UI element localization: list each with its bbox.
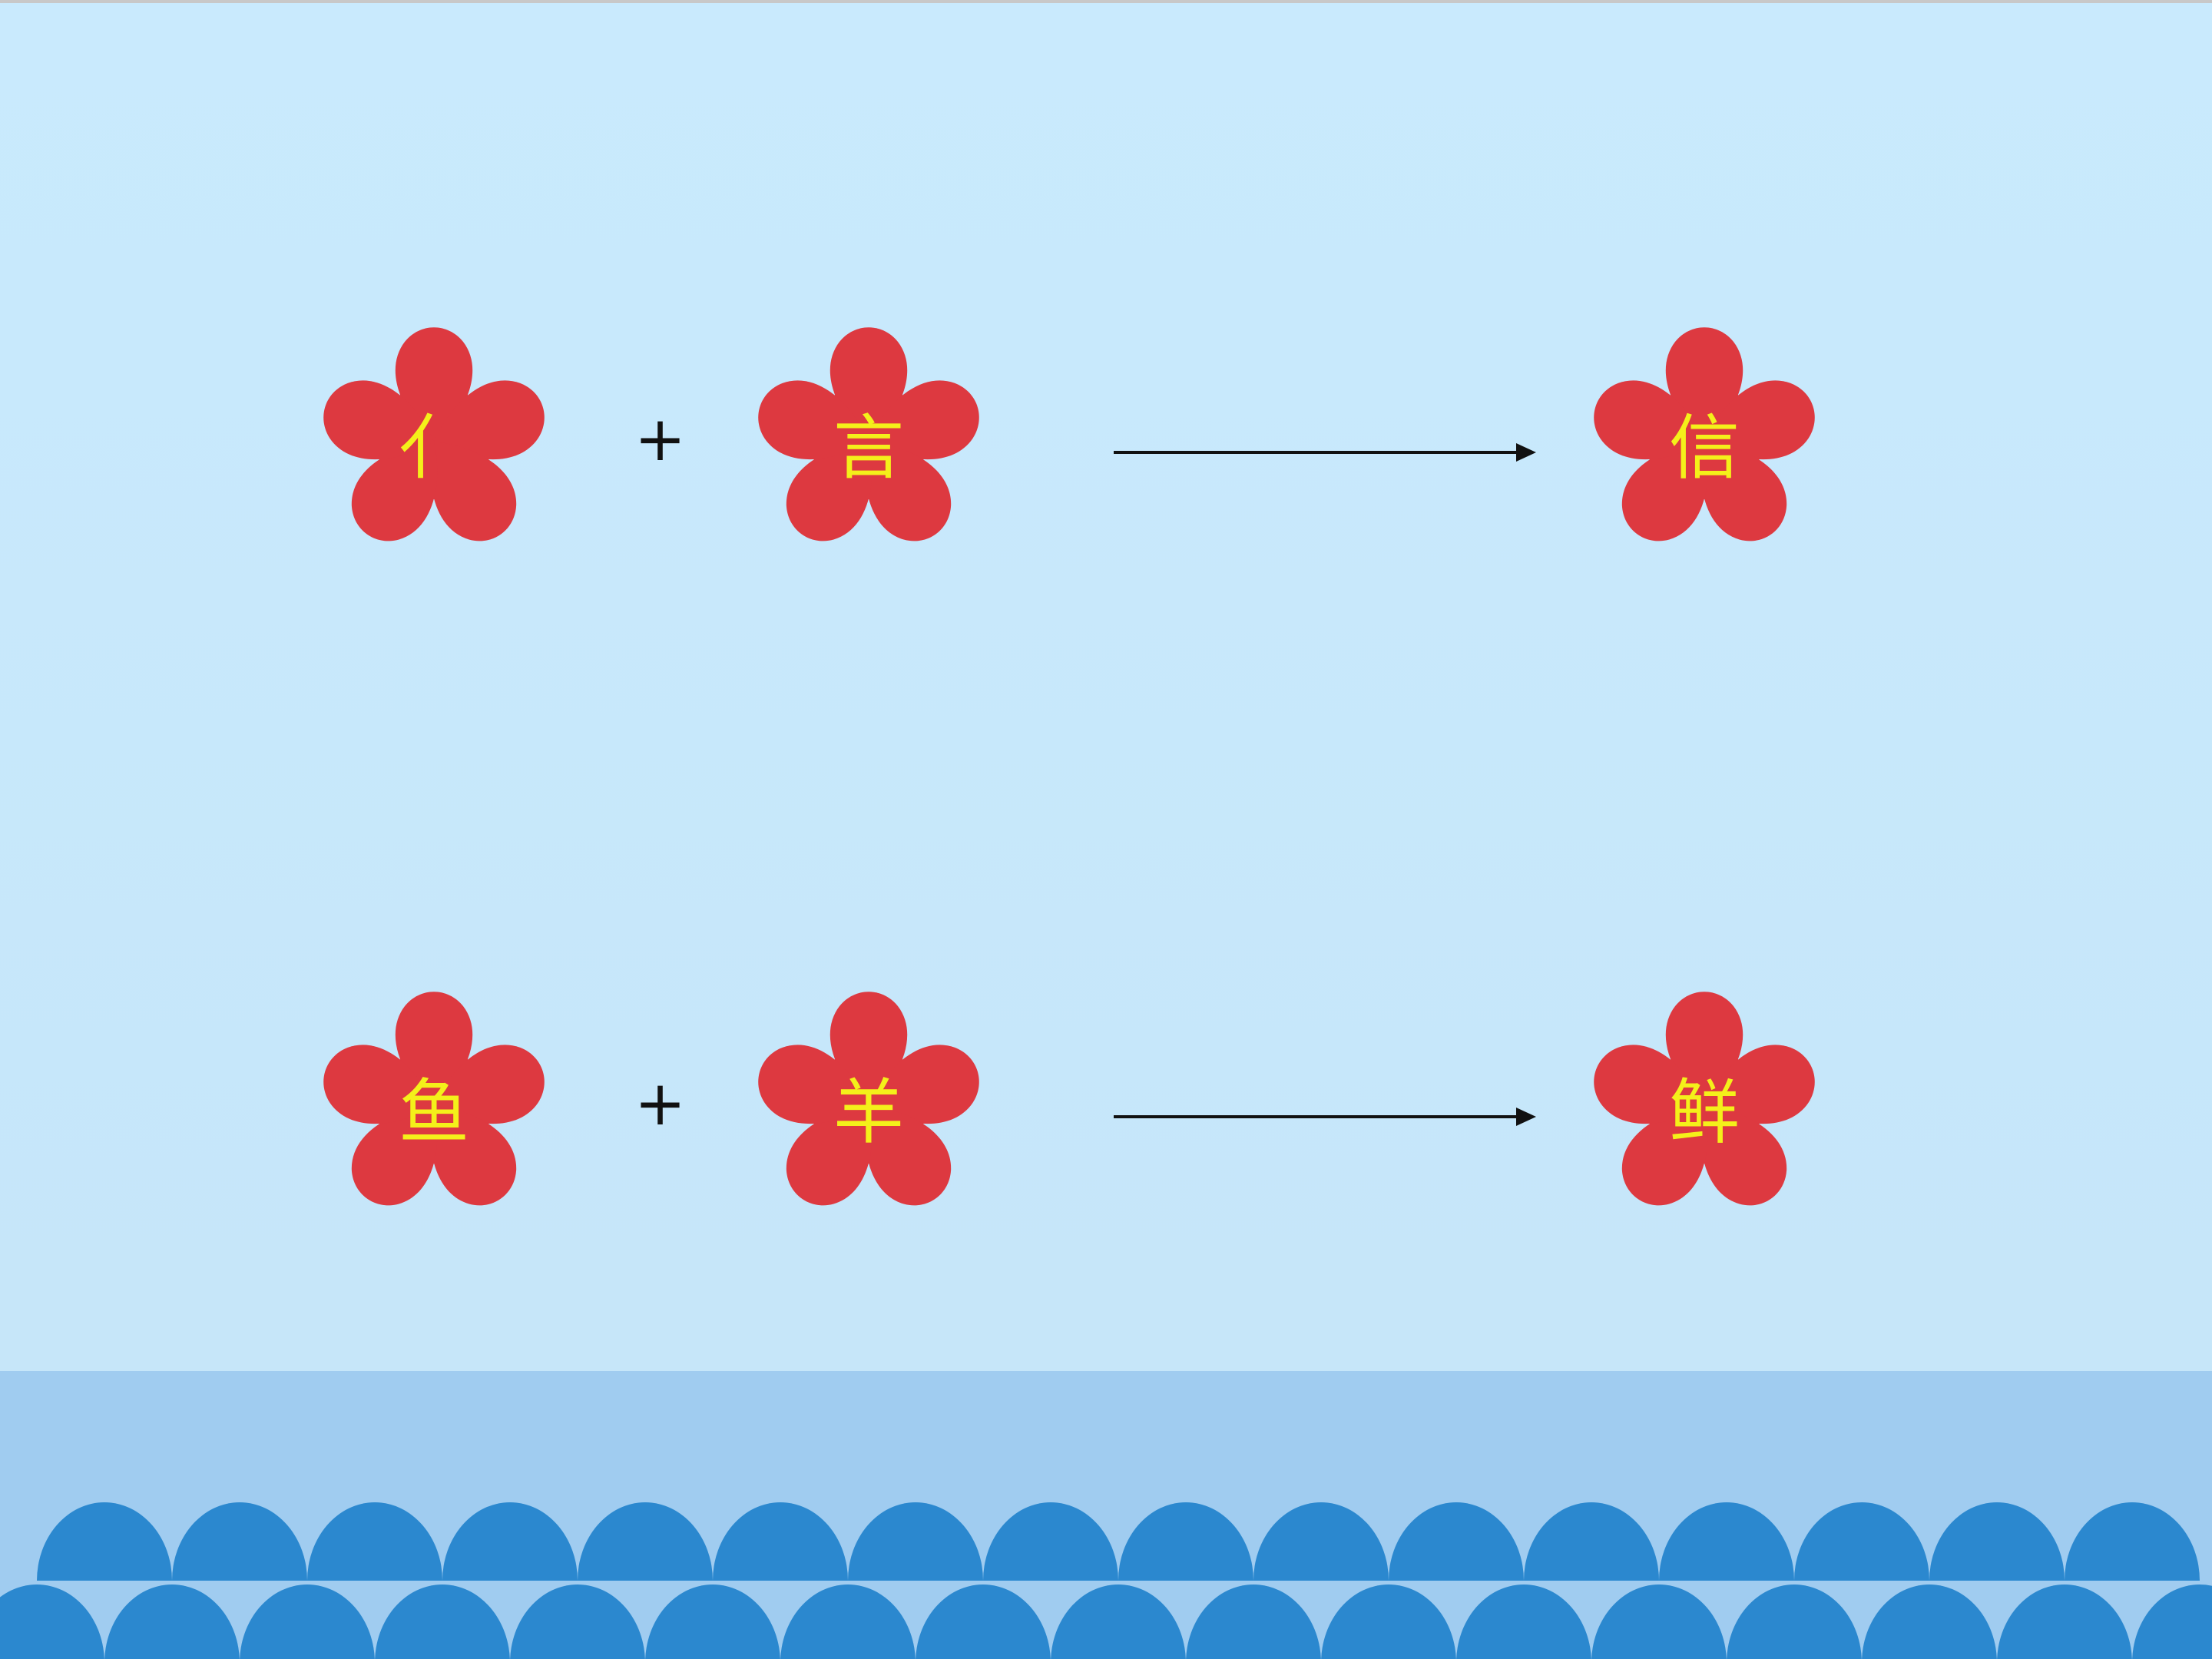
flower-result-xian[interactable]: 鲜 (1578, 979, 1831, 1233)
character-label: 鲜 (1668, 1071, 1740, 1154)
plus-sign: + (634, 403, 687, 475)
arrow-icon (1114, 443, 1536, 462)
character-label: 信 (1668, 406, 1740, 489)
character-label: 羊 (833, 1071, 904, 1154)
plus-sign: + (634, 1068, 687, 1139)
flower-shape (313, 327, 555, 557)
character-label: 鱼 (398, 1071, 469, 1154)
flower-radical-yu[interactable]: 鱼 (307, 979, 561, 1233)
flower-shape (748, 992, 989, 1221)
flower-radical-yang[interactable]: 羊 (742, 979, 995, 1233)
flower-shape (313, 992, 555, 1221)
wave-decoration (0, 1502, 2212, 1659)
arrow-icon (1114, 1108, 1536, 1126)
top-border (0, 0, 2212, 3)
flower-radical-yan[interactable]: 言 (742, 315, 995, 568)
character-label: 言 (833, 406, 904, 489)
character-label: 亻 (398, 406, 469, 489)
flower-shape (1584, 327, 1825, 557)
flower-result-xin[interactable]: 信 (1578, 315, 1831, 568)
flower-shape (748, 327, 989, 557)
flower-radical-ren[interactable]: 亻 (307, 315, 561, 568)
flower-shape (1584, 992, 1825, 1221)
